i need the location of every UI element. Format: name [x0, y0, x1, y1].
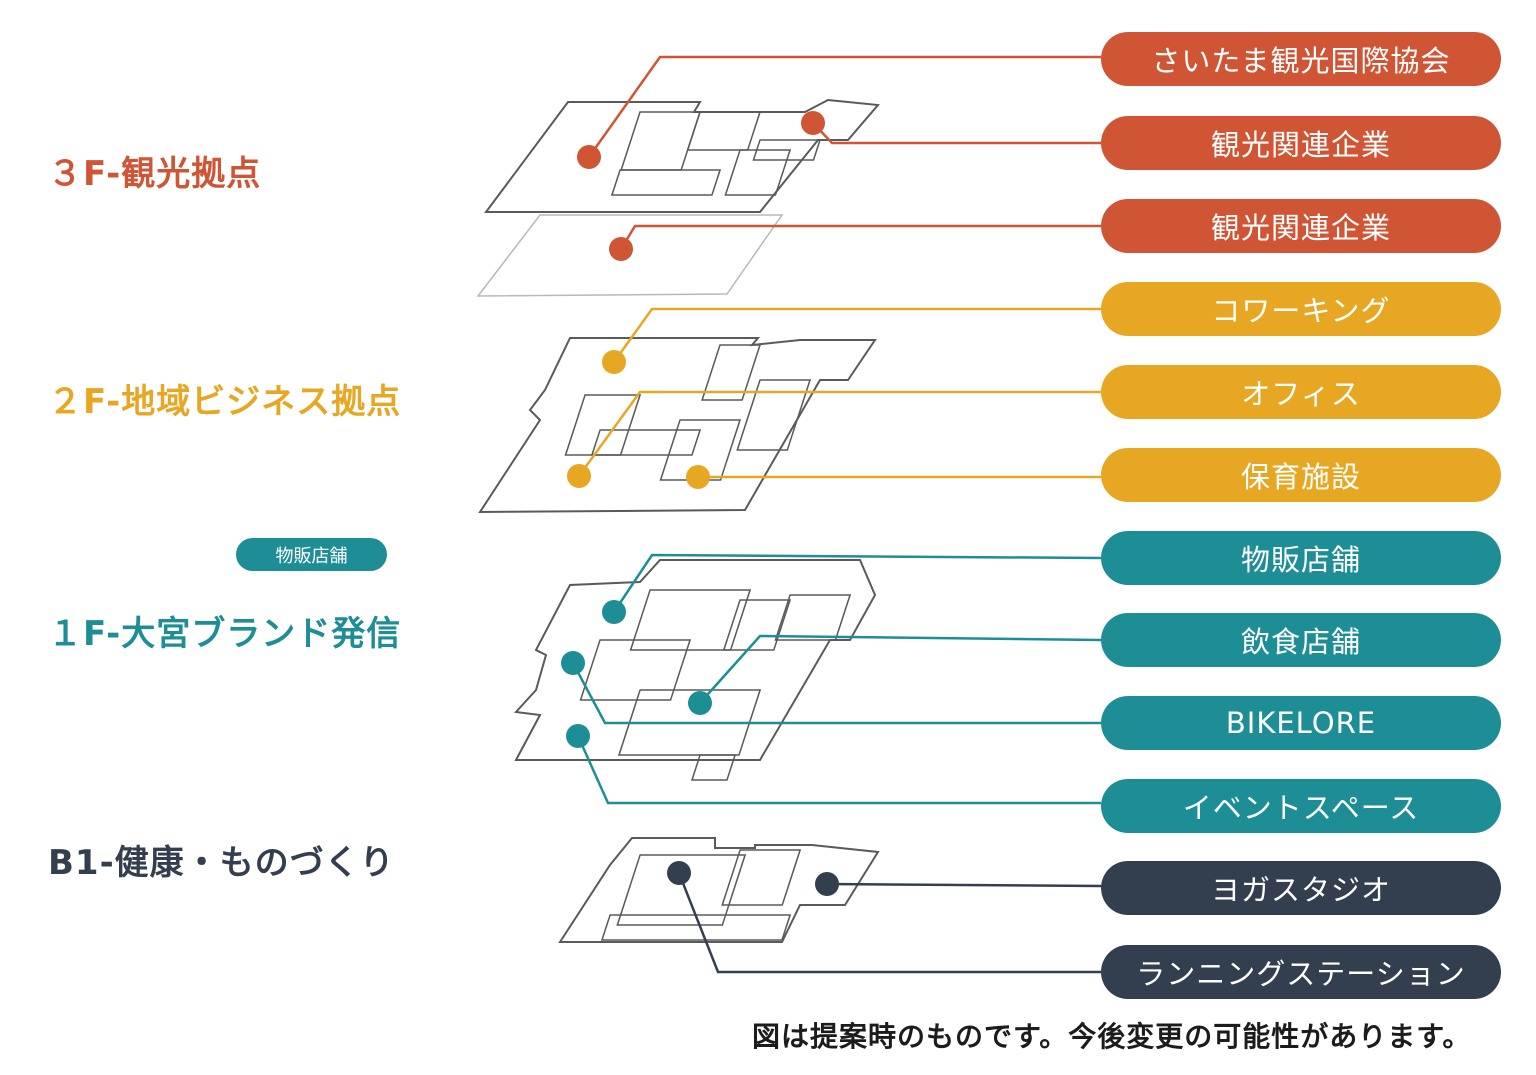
plan-2f	[478, 337, 877, 514]
marker-dot-2f-2	[686, 465, 710, 489]
floor-heading-3f: ３F-観光拠点	[48, 154, 262, 194]
marker-dot-b1-0	[815, 872, 839, 896]
connector-b1-1	[677, 872, 1101, 974]
marker-dot-3f-0	[577, 145, 601, 169]
pill-1f-item-2: BIKELORE	[1101, 696, 1501, 750]
pill-2f-item-1: オフィス	[1101, 365, 1501, 419]
connector-1f-3	[576, 735, 1101, 805]
plan-2f-room	[736, 379, 812, 451]
plan-1f-room	[579, 639, 692, 701]
pill-3f-item-1: 観光関連企業	[1101, 116, 1501, 170]
plan-3f-room	[610, 169, 722, 196]
plan-1f-room	[629, 589, 752, 651]
pill-b1-item-0: ヨガスタジオ	[1101, 861, 1501, 915]
plan-3f-room	[686, 111, 762, 151]
connector-b1-0	[826, 882, 1102, 888]
marker-dot-3f-1	[801, 111, 825, 135]
connector-1f-2	[571, 662, 1101, 725]
connector-3f-0	[587, 55, 1101, 158]
plan-b1	[558, 837, 880, 943]
pill-1f-item-3: イベントスペース	[1101, 779, 1501, 833]
plan-1f-room	[774, 594, 852, 641]
marker-dot-2f-1	[567, 464, 591, 488]
pill-2f-item-2: 保育施設	[1101, 448, 1501, 502]
connector-lines	[571, 55, 1102, 974]
marker-dot-1f-0	[602, 600, 626, 624]
marker-dot-1f-3	[566, 724, 590, 748]
floor-heading-1f: １F-大宮ブランド発信	[48, 614, 402, 654]
plan-2f-room	[701, 344, 762, 401]
connector-2f-1	[577, 390, 1101, 477]
marker-dot-b1-1	[667, 861, 691, 885]
connector-1f-1	[699, 634, 1102, 704]
marker-dot-1f-2	[561, 651, 585, 675]
pill-b1-item-1: ランニングステーション	[1101, 945, 1501, 999]
marker-dot-2f-0	[602, 350, 626, 374]
plan-b1-room	[616, 854, 747, 926]
marker-dot-1f-1	[688, 691, 712, 715]
marker-dot-3f-2	[609, 237, 633, 261]
pill-3f-item-0: さいたま観光国際協会	[1101, 32, 1501, 86]
pill-2f-item-0: コワーキング	[1101, 282, 1501, 336]
plan-b1-room	[721, 849, 802, 906]
floor-heading-b1: B1-健康・ものづくり	[48, 843, 395, 883]
pill-1f-item-0: 物販店舗	[1101, 531, 1501, 585]
plan-3f	[484, 98, 881, 213]
connector-2f-0	[612, 307, 1101, 363]
plan-3f-room	[724, 149, 792, 196]
plan-b1-room	[600, 914, 792, 941]
plan-3f-room	[752, 139, 822, 161]
pill-3f-item-2: 観光関連企業	[1101, 199, 1501, 253]
location-markers	[561, 111, 839, 896]
plan-1f-room	[690, 754, 737, 781]
retail-badge: 物販店舗	[236, 538, 387, 571]
plan-2f-room	[590, 429, 702, 456]
connector-1f-0	[612, 553, 1102, 613]
floor-heading-2f: ２F-地域ビジネス拠点	[48, 382, 402, 422]
footnote: 図は提案時のものです。今後変更の可能性があります。	[752, 1020, 1472, 1053]
pill-1f-item-1: 飲食店舗	[1101, 613, 1501, 667]
